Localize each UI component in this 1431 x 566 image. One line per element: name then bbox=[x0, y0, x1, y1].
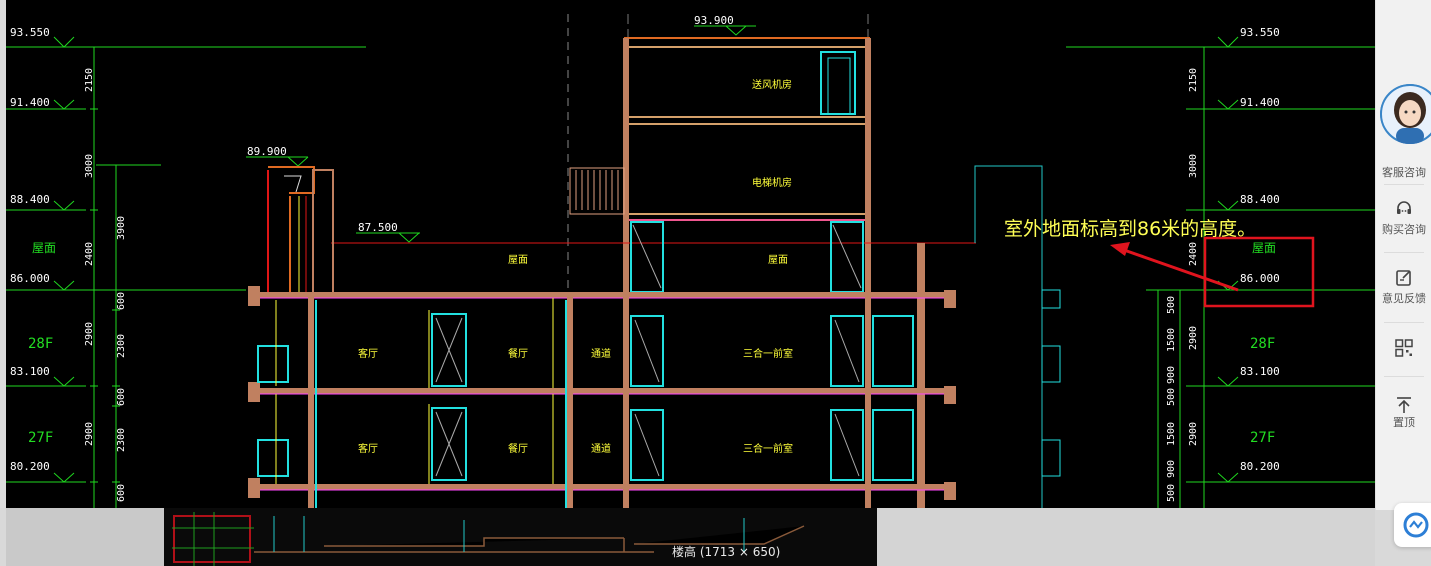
service-sidebar: 客服咨询 购买咨询 意见反馈 bbox=[1375, 0, 1431, 510]
divider bbox=[1384, 184, 1424, 185]
room-label: 客厅 bbox=[358, 442, 378, 455]
annotation-text: 室外地面标高到86米的高度。 bbox=[1004, 218, 1256, 240]
dimension-label: 900 bbox=[1166, 366, 1177, 384]
dimension-label: 2300 bbox=[116, 334, 127, 358]
room-label: 通道 bbox=[591, 347, 611, 360]
room-label: 客厅 bbox=[358, 347, 378, 360]
image-thumbnail[interactable]: 楼高 (1713 × 650) bbox=[164, 508, 877, 566]
roof-level-label: 屋面 bbox=[1252, 241, 1276, 255]
feedback-label: 意见反馈 bbox=[1382, 292, 1426, 305]
dimension-label: 600 bbox=[116, 484, 127, 502]
feedback-button[interactable]: 意见反馈 bbox=[1376, 268, 1431, 306]
level-label: 86.000 bbox=[10, 272, 50, 285]
customer-service-button[interactable]: 客服咨询 bbox=[1376, 162, 1431, 180]
arrow-up-icon bbox=[1397, 397, 1411, 413]
dimension-label: 1500 bbox=[1166, 422, 1177, 446]
back-to-top-label: 置顶 bbox=[1393, 416, 1415, 429]
purchase-consult-label: 购买咨询 bbox=[1382, 223, 1426, 236]
level-label: 93.550 bbox=[10, 26, 50, 39]
dimension-label: 2900 bbox=[1188, 422, 1199, 446]
dimension-label: 3900 bbox=[116, 216, 127, 240]
level-label: 91.400 bbox=[10, 96, 50, 109]
level-label: 83.100 bbox=[1240, 365, 1280, 378]
dimension-label: 2400 bbox=[84, 242, 95, 266]
divider bbox=[1384, 376, 1424, 377]
dimension-label: 2400 bbox=[1188, 242, 1199, 266]
room-label: 餐厅 bbox=[508, 347, 528, 360]
dimension-label: 3000 bbox=[84, 154, 95, 178]
dimension-label: 600 bbox=[116, 388, 127, 406]
level-label: 91.400 bbox=[1240, 96, 1280, 109]
dimension-label: 500 bbox=[1166, 388, 1177, 406]
level-label: 87.500 bbox=[358, 221, 398, 234]
qr-code-button[interactable] bbox=[1376, 338, 1431, 358]
thumbnail-caption: 楼高 (1713 × 650) bbox=[672, 545, 781, 559]
dimension-label: 2900 bbox=[84, 422, 95, 446]
preview-margin-right bbox=[877, 508, 1375, 566]
divider bbox=[1384, 322, 1424, 323]
room-label: 电梯机房 bbox=[752, 176, 792, 189]
dimension-label: 500 bbox=[1166, 296, 1177, 314]
floor-label: 28F bbox=[1250, 336, 1275, 352]
room-label: 三合一前室 bbox=[743, 347, 793, 360]
level-label: 80.200 bbox=[1240, 460, 1280, 473]
dimension-label: 2150 bbox=[84, 68, 95, 92]
back-to-top-button[interactable]: 置顶 bbox=[1376, 396, 1431, 430]
assistant-icon bbox=[1403, 512, 1429, 538]
dimension-label: 2900 bbox=[84, 322, 95, 346]
floor-label: 27F bbox=[1250, 430, 1275, 446]
edit-note-icon bbox=[1396, 270, 1411, 286]
customer-service-avatar[interactable] bbox=[1380, 84, 1431, 144]
level-label: 80.200 bbox=[10, 460, 50, 473]
thumbnail-drawing bbox=[172, 512, 805, 566]
dimension-label: 1500 bbox=[1166, 328, 1177, 352]
room-label: 三合一前室 bbox=[743, 442, 793, 455]
level-label: 88.400 bbox=[1240, 193, 1280, 206]
room-label: 屋面 bbox=[768, 254, 788, 266]
avatar-icon bbox=[1380, 84, 1431, 144]
customer-service-label: 客服咨询 bbox=[1382, 166, 1426, 179]
qr-code-icon bbox=[1395, 339, 1413, 357]
dimension-label: 2300 bbox=[116, 428, 127, 452]
dimension-label: 2900 bbox=[1188, 326, 1199, 350]
floor-label: 28F bbox=[28, 336, 53, 352]
level-label: 88.400 bbox=[10, 193, 50, 206]
level-label: 93.550 bbox=[1240, 26, 1280, 39]
dimension-label: 2150 bbox=[1188, 68, 1199, 92]
dimension-label: 3000 bbox=[1188, 154, 1199, 178]
preview-margin-left bbox=[6, 508, 164, 566]
dimension-label: 600 bbox=[116, 292, 127, 310]
room-label: 餐厅 bbox=[508, 442, 528, 455]
room-label: 通道 bbox=[591, 442, 611, 455]
level-label: 83.100 bbox=[10, 365, 50, 378]
roof-level-label: 屋面 bbox=[32, 241, 56, 255]
floor-label: 27F bbox=[28, 430, 53, 446]
level-label: 93.900 bbox=[694, 14, 734, 27]
cad-section-drawing: 93.550 93.550 91.400 91.400 88.400 88.40… bbox=[6, 14, 1375, 508]
highlight-box bbox=[1203, 236, 1315, 308]
annotation-arrow bbox=[1123, 248, 1239, 292]
room-label: 送风机房 bbox=[752, 78, 792, 91]
dimension-label: 900 bbox=[1166, 460, 1177, 478]
level-label: 89.900 bbox=[247, 145, 287, 158]
headset-icon bbox=[1397, 201, 1411, 214]
level-label: 86.000 bbox=[1240, 272, 1280, 285]
cad-drawing-viewport: 93.550 93.550 91.400 91.400 88.400 88.40… bbox=[6, 0, 1375, 508]
divider bbox=[1384, 252, 1424, 253]
purchase-consult-button[interactable]: 购买咨询 bbox=[1376, 199, 1431, 237]
dimension-label: 500 bbox=[1166, 484, 1177, 502]
floating-assistant-button[interactable] bbox=[1394, 503, 1431, 547]
room-label: 屋面 bbox=[508, 254, 528, 266]
